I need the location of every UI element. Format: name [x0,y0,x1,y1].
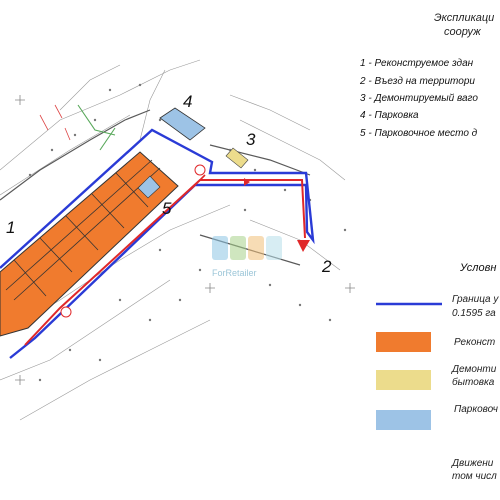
green-utility-lines [77,104,116,151]
explication-title-2: сооруж [444,26,481,38]
parking-swatch [376,410,431,430]
demolish-label-2: бытовка [452,377,495,388]
explication-item-4: 4 - Парковка [360,110,419,121]
boundary-legend-line [376,302,442,306]
movement-label-2: том числ [452,471,497,482]
reconstruct-swatch [376,332,431,352]
entry-arrow-icon [297,240,310,252]
box-icon [230,236,246,260]
traffic-route-return [189,174,206,191]
survey-points [28,83,347,382]
route-markers [60,164,206,318]
label-3: 3 [246,130,256,149]
label-5: 5 [162,199,172,218]
explication-item-3: 3 - Демонтируемый ваго [360,93,478,104]
explication-item-5: 5 - Парковочное место д [360,128,478,139]
demolish-trailer-3 [225,147,249,169]
grid-crosses [15,95,355,385]
reconstruct-label: Реконст [454,337,496,348]
watermark-icons [212,236,282,260]
conditions-title: Условн [460,262,497,274]
boundary-label: Граница у [452,294,499,305]
house-icon [248,236,264,260]
watermark-text: ForRetailer [212,268,257,278]
explication-item-1: 1 - Реконструемое здан [360,58,474,69]
parking-label: Парковоч [454,404,498,415]
boundary-label-area: 0.1595 га [452,308,496,319]
movement-label: Движени [452,458,494,469]
parking-area-4 [159,107,206,141]
route-arrow-icon [244,178,250,186]
label-1: 1 [6,218,15,237]
explication-title: Экспликаци [434,12,495,24]
demolish-label: Демонти [452,364,497,375]
explication-item-2: 2 - Въезд на территори [360,76,475,87]
label-2: 2 [321,257,332,276]
red-marks [39,104,71,141]
reconstructed-building [0,151,179,337]
site-boundary-line [0,128,315,359]
parking-spot-5 [137,175,161,199]
cart-icon [212,236,228,260]
hanger-icon [266,236,282,260]
label-4: 4 [183,92,192,111]
demolish-swatch [376,370,431,390]
